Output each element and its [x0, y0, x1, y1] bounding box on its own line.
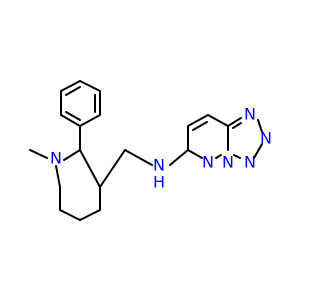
bond — [253, 143, 263, 159]
bond — [79, 149, 101, 188]
bond — [29, 149, 48, 159]
bond — [79, 114, 101, 127]
pyridazine-n-label: N — [202, 153, 214, 172]
atom-label-group: N N H N N N N N — [50, 105, 272, 192]
piperidine-ring — [55, 149, 101, 221]
bond — [60, 80, 81, 92]
bond — [169, 149, 189, 166]
piperidine-n-label: N — [50, 149, 62, 168]
bond — [60, 114, 81, 127]
molecule-structure-diagram: N N H N N N N N — [29, 80, 272, 221]
bond — [124, 149, 153, 166]
pyridazine-ring — [187, 114, 229, 159]
bond — [207, 114, 229, 127]
amine-h-label: H — [153, 173, 165, 192]
amine-n-label: N — [153, 156, 165, 175]
bond — [187, 149, 203, 159]
bond — [257, 119, 263, 133]
bond — [79, 80, 101, 92]
bond — [233, 154, 241, 159]
bond — [232, 122, 242, 129]
tetrazole-n2-label: N — [260, 129, 272, 148]
tetrazole-ring — [227, 117, 263, 159]
bridge-n-label: N — [222, 153, 234, 172]
bond — [227, 117, 242, 127]
bond — [59, 209, 81, 221]
bond — [65, 86, 81, 96]
phenyl-ring — [60, 80, 101, 127]
tetrazole-n3-label: N — [244, 153, 256, 172]
bond — [55, 165, 61, 188]
bond — [99, 149, 126, 188]
bond — [187, 114, 209, 127]
bond — [215, 154, 222, 159]
bond — [63, 149, 81, 161]
bond — [65, 111, 81, 121]
bond — [79, 209, 101, 221]
bond — [192, 121, 208, 131]
tetrazole-n1-label: N — [244, 105, 256, 124]
